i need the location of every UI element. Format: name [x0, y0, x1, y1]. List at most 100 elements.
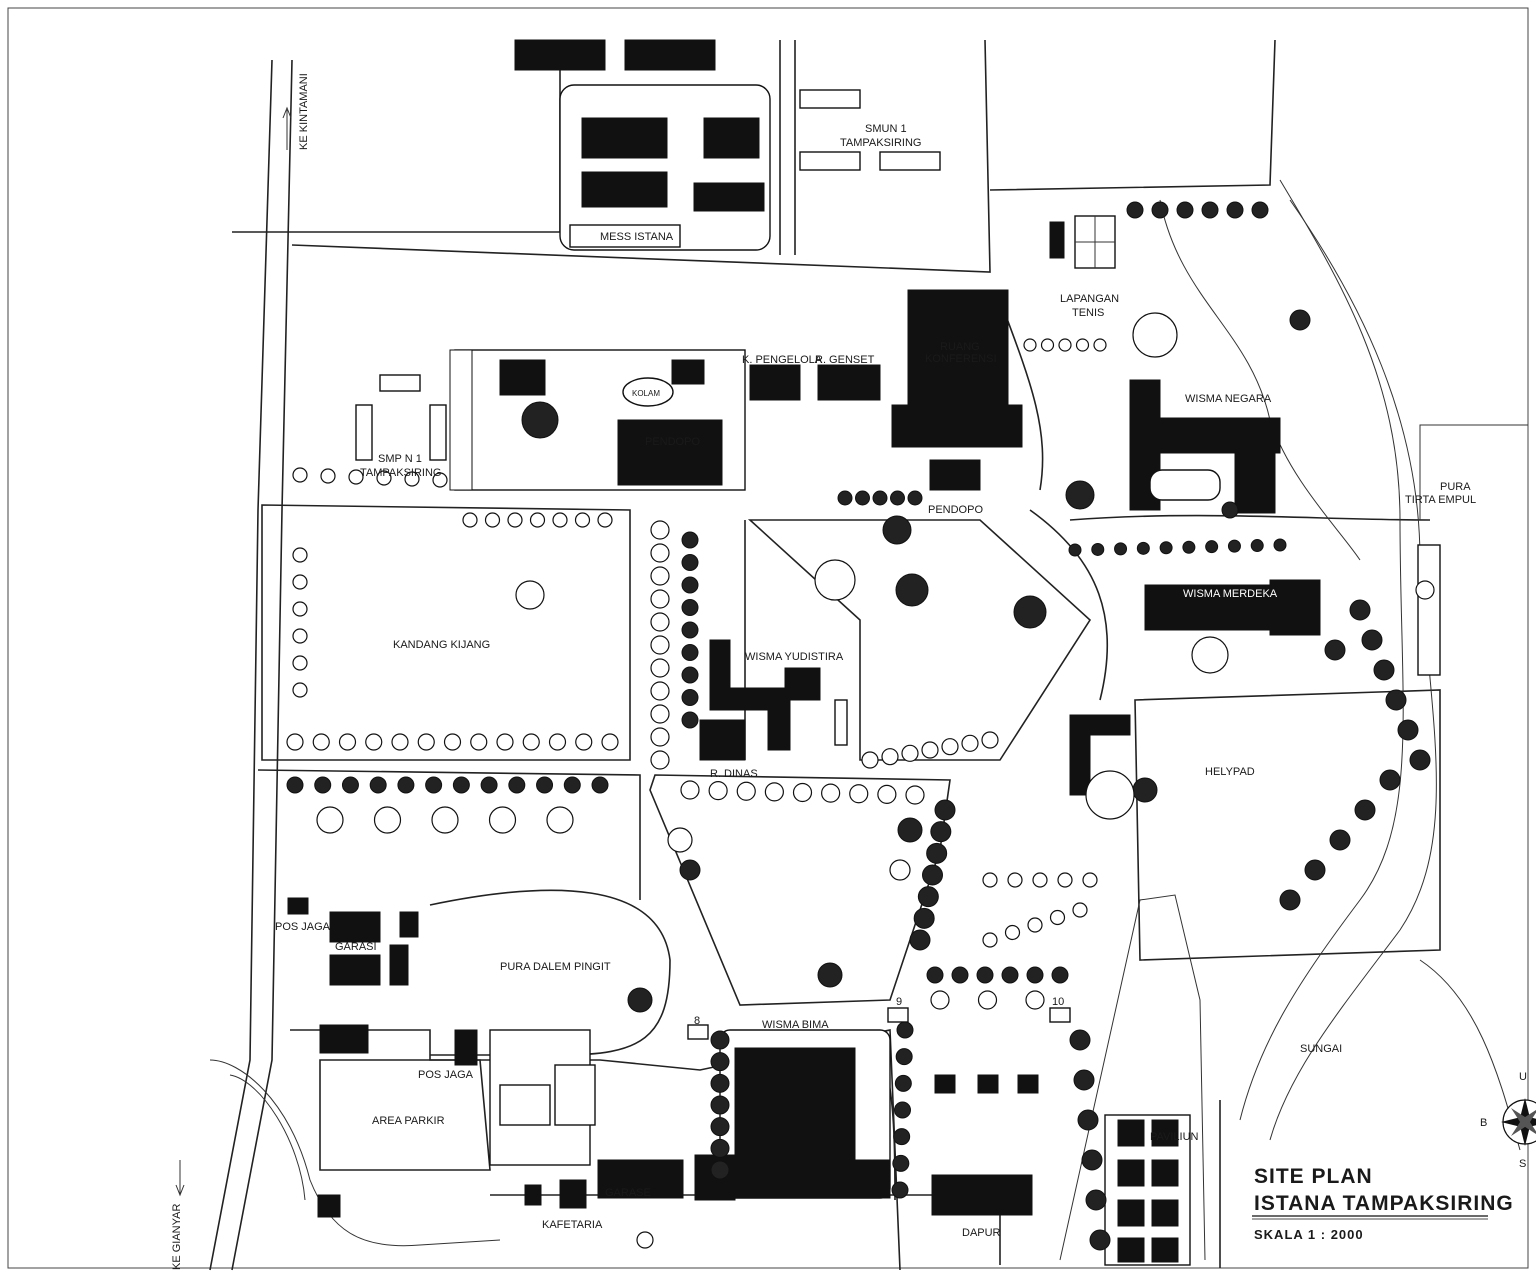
- label-smpn1-tampaksiring: TAMPAKSIRING: [360, 467, 442, 479]
- label-tirta-empul: TIRTA EMPUL: [1405, 494, 1476, 506]
- tree-icon: [1049, 909, 1066, 926]
- tree-icon: [650, 681, 670, 701]
- tree-icon: [369, 776, 387, 794]
- tree-icon: [1354, 799, 1376, 821]
- tree-icon: [417, 733, 435, 751]
- tree-icon: [861, 751, 879, 769]
- tree-icon: [316, 806, 344, 834]
- tree-icon: [909, 929, 931, 951]
- tree-icon: [1132, 312, 1178, 358]
- tree-icon: [574, 512, 591, 528]
- tree-icon: [681, 576, 699, 594]
- tree-icon: [1089, 1229, 1111, 1251]
- tree-icon: [443, 733, 462, 751]
- label-helypad: HELYPAD: [1205, 766, 1255, 778]
- tree-icon: [710, 1138, 730, 1158]
- tree-icon: [552, 512, 568, 528]
- tree-icon: [1040, 338, 1055, 352]
- tree-icon: [1077, 1109, 1099, 1131]
- tree-icon: [982, 932, 998, 948]
- label-lapangan: LAPANGAN: [1060, 293, 1119, 305]
- tree-icon: [982, 872, 998, 888]
- tree-icon: [488, 806, 517, 834]
- label-garasi: GARASI: [335, 941, 377, 953]
- tree-icon: [650, 520, 670, 540]
- tree-icon: [926, 966, 944, 984]
- tree-icon: [376, 470, 392, 486]
- tree-icon: [515, 580, 545, 610]
- tree-icon: [431, 806, 459, 834]
- tree-icon: [872, 490, 888, 506]
- labels-layer: KE KINTAMANI KE GIANYAR SMUN 1 TAMPAKSIR…: [171, 73, 1476, 1270]
- tree-icon: [680, 780, 700, 800]
- tree-icon: [881, 748, 899, 766]
- tree-icon: [889, 859, 911, 881]
- label-wisma-merdeka: WISMA MERDEKA: [1183, 588, 1278, 600]
- tree-icon: [484, 512, 501, 528]
- tree-icon: [1324, 639, 1346, 661]
- label-smpn1: SMP N 1: [378, 453, 422, 465]
- tree-icon: [681, 599, 699, 616]
- tree-icon: [1072, 902, 1088, 918]
- tree-icon: [1329, 829, 1351, 851]
- tree-icon: [1132, 777, 1158, 803]
- tree-icon: [1151, 201, 1169, 219]
- tree-icon: [814, 559, 856, 601]
- tree-icon: [679, 859, 701, 881]
- tree-icon: [548, 733, 567, 751]
- tree-icon: [941, 738, 959, 756]
- tree-icon: [895, 1048, 913, 1066]
- tree-icon: [951, 966, 969, 984]
- label-ke-gianyar: KE GIANYAR: [171, 1204, 183, 1270]
- pendopo-area: [449, 349, 881, 491]
- tree-icon: [1051, 966, 1069, 984]
- tree-icon: [1058, 338, 1072, 352]
- tree-icon: [597, 512, 613, 528]
- tree-icon: [961, 734, 979, 752]
- tree-icon: [365, 733, 383, 751]
- tree-icon: [1065, 480, 1095, 510]
- tree-icon: [1409, 749, 1431, 771]
- tree-icon: [636, 1231, 654, 1249]
- title-istana-tampaksiring: ISTANA TAMPAKSIRING: [1254, 1192, 1514, 1215]
- title-block: SITE PLAN ISTANA TAMPAKSIRING SKALA 1 : …: [1252, 1165, 1514, 1242]
- tree-icon: [1191, 636, 1229, 674]
- tree-icon: [855, 490, 870, 506]
- tree-icon: [292, 601, 308, 617]
- tree-icon: [563, 776, 581, 794]
- tree-icon: [817, 962, 843, 988]
- tree-icon: [1379, 769, 1401, 791]
- ruang-konferensi-building: [891, 289, 1023, 491]
- tree-icon: [348, 469, 364, 485]
- tree-icon: [1182, 540, 1196, 554]
- tree-icon: [452, 776, 470, 794]
- label-paviliun: PAVILIUN: [1150, 1131, 1199, 1143]
- tree-icon: [930, 821, 952, 843]
- tree-icon: [627, 987, 653, 1013]
- label-kolam: KOLAM: [632, 389, 660, 398]
- tree-icon: [1082, 872, 1098, 888]
- map-frame: [7, 7, 1529, 1269]
- tree-icon: [893, 1128, 911, 1146]
- label-pura-dalem-pingit: PURA DALEM PINGIT: [500, 961, 611, 973]
- tree-icon: [905, 785, 925, 805]
- label-sungai: SUNGAI: [1300, 1043, 1342, 1055]
- label-kafetaria: KAFETARIA: [542, 1219, 603, 1231]
- tree-icon: [681, 666, 699, 684]
- tree-icon: [1025, 990, 1045, 1010]
- tree-icon: [976, 966, 994, 984]
- tree-icon: [681, 711, 699, 729]
- tree-icon: [470, 733, 488, 751]
- label-pos-jaga-1: POS JAGA: [275, 921, 331, 933]
- tree-icon: [286, 776, 304, 794]
- tree-icon: [736, 781, 756, 801]
- tree-icon: [1004, 924, 1021, 941]
- label-ke-kintamani: KE KINTAMANI: [298, 73, 310, 150]
- tree-icon: [1023, 338, 1037, 352]
- mess-istana-block: [514, 39, 771, 251]
- label-kandang-kijang: KANDANG KIJANG: [393, 639, 490, 651]
- tree-icon: [1279, 889, 1301, 911]
- tree-icon: [1289, 309, 1311, 331]
- label-k-pengelola: K. PENGELOLA: [742, 354, 823, 366]
- wisma-merdeka-building: [1144, 579, 1321, 636]
